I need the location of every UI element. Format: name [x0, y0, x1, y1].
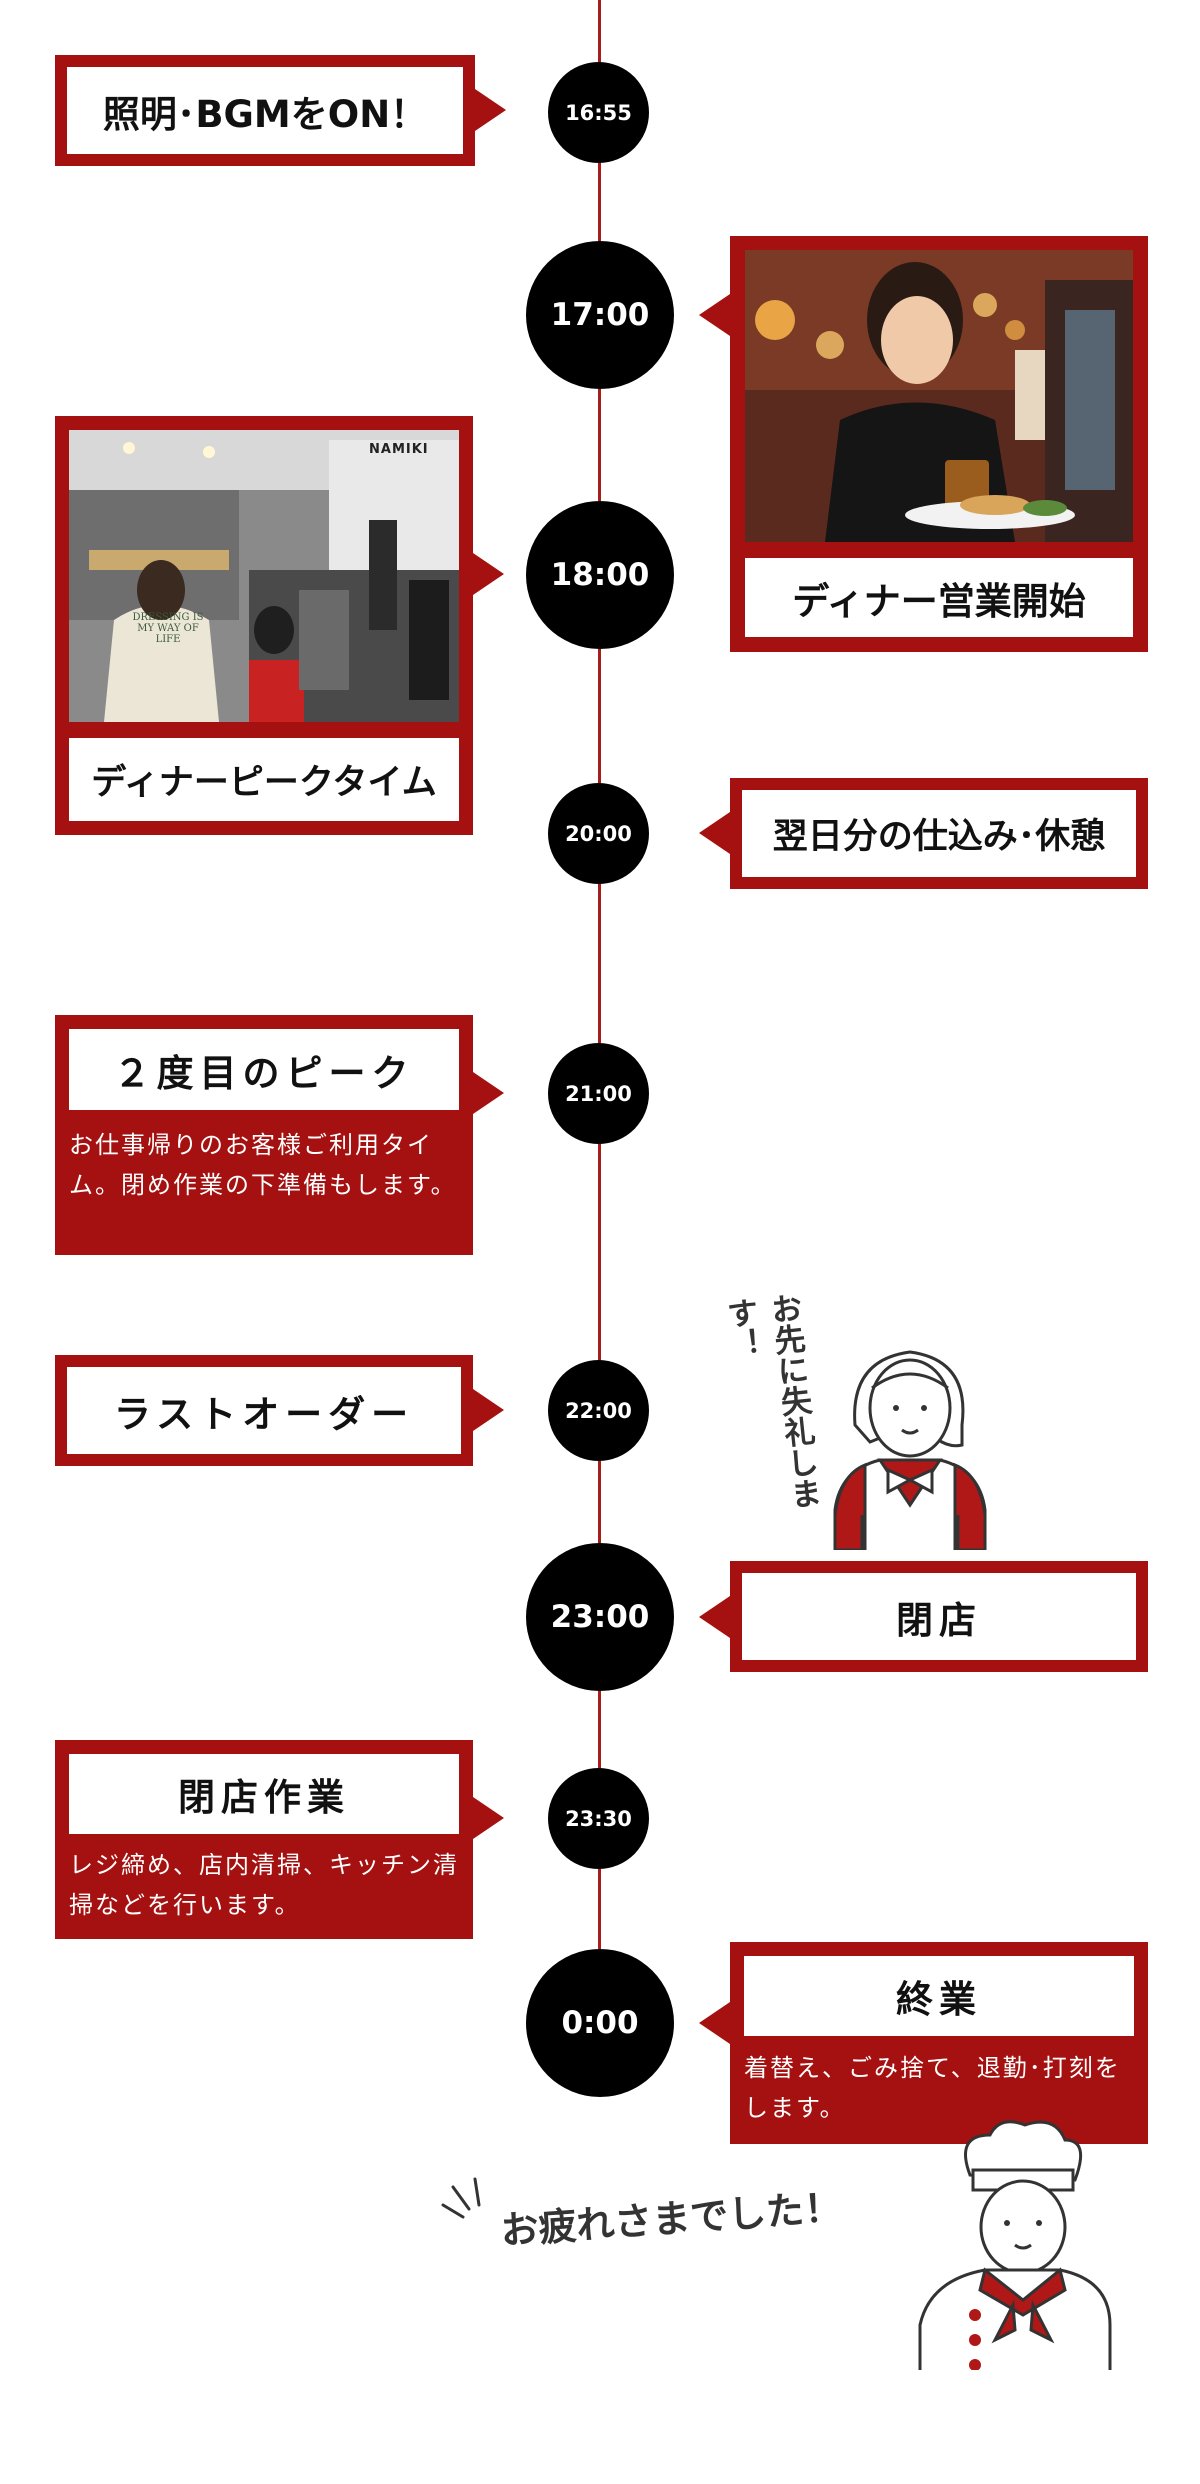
timeline-card-dinner-peak: NAMIKI DRESSING IS MY WAY OF LIFE ディナーピー… — [55, 416, 473, 835]
sparkle-lines-icon — [441, 2177, 481, 2219]
arrow-left — [699, 812, 730, 854]
arrow-right — [473, 1389, 504, 1431]
staff-shirt-print: DRESSING IS MY WAY OF LIFE — [132, 612, 204, 645]
arrow-left — [699, 294, 730, 336]
store-sign-text: NAMIKI — [369, 442, 429, 457]
card-title: 照明･BGMをON！ — [67, 67, 463, 154]
time-node-2200: 22:00 — [548, 1360, 649, 1461]
timeline-card-second-peak: ２度目のピーク お仕事帰りのお客様ご利用タイム。閉め作業の下準備もします。 — [55, 1015, 473, 1255]
card-description: 着替え、ごみ捨て、退勤･打刻をします。 — [744, 2054, 1121, 2122]
arrow-right — [473, 1072, 504, 1114]
timeline-card-last-order: ラストオーダー — [55, 1355, 473, 1466]
time-node-2300: 23:00 — [526, 1543, 674, 1691]
time-node-1655: 16:55 — [548, 62, 649, 163]
chef-illustration — [918, 2120, 1112, 2370]
card-title: 終業 — [744, 1956, 1134, 2036]
arrow-left — [699, 1596, 730, 1638]
card-title: ディナーピークタイム — [69, 738, 459, 821]
time-node-2000: 20:00 — [548, 783, 649, 884]
card-title: ２度目のピーク — [69, 1029, 459, 1110]
speech-text: お先に失礼します！ — [719, 1291, 823, 1511]
time-node-1700: 17:00 — [526, 241, 674, 389]
time-node-2100: 21:00 — [548, 1043, 649, 1144]
timeline-card-lights: 照明･BGMをON！ — [55, 55, 475, 166]
speech-see-you: お先に失礼します！ — [716, 1291, 822, 1550]
waitress-illustration — [833, 1350, 987, 1550]
time-node-1800: 18:00 — [526, 501, 674, 649]
time-node-0000: 0:00 — [526, 1949, 674, 2097]
arrow-right — [473, 553, 504, 595]
busy-restaurant-photo: NAMIKI DRESSING IS MY WAY OF LIFE — [69, 430, 459, 722]
timeline-card-dinner-open: ディナー営業開始 — [730, 236, 1148, 652]
arrow-right — [475, 89, 506, 131]
card-title: 翌日分の仕込み･休憩 — [742, 790, 1136, 877]
card-title: 閉店 — [742, 1573, 1136, 1660]
speech-good-work: お疲れさまでした！ — [499, 2185, 844, 2253]
timeline-card-close: 閉店 — [730, 1561, 1148, 1672]
card-title: ディナー営業開始 — [745, 558, 1133, 637]
timeline-line — [598, 0, 601, 2080]
timeline-card-prep: 翌日分の仕込み･休憩 — [730, 778, 1148, 889]
card-title: ラストオーダー — [67, 1367, 461, 1454]
card-description: レジ締め、店内清掃、キッチン清掃などを行います。 — [69, 1851, 459, 1919]
time-node-2330: 23:30 — [548, 1768, 649, 1869]
timeline-card-closing-work: 閉店作業 レジ締め、店内清掃、キッチン清掃などを行います。 — [55, 1740, 473, 1939]
arrow-left — [699, 2002, 730, 2044]
arrow-right — [473, 1797, 504, 1839]
staff-serving-photo — [745, 250, 1133, 542]
card-description: お仕事帰りのお客様ご利用タイム。閉め作業の下準備もします。 — [69, 1131, 457, 1199]
card-title: 閉店作業 — [69, 1754, 459, 1834]
timeline-card-finish: 終業 着替え、ごみ捨て、退勤･打刻をします。 — [730, 1942, 1148, 2144]
